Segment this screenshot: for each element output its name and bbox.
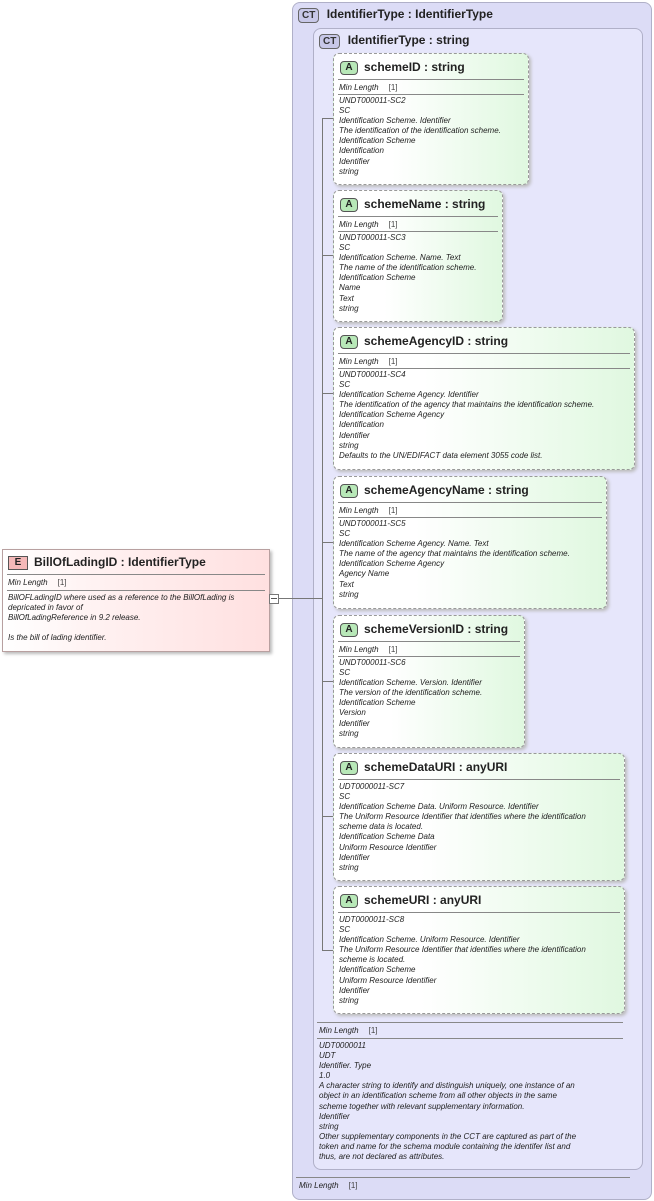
min-length: Min Length [1] bbox=[339, 83, 398, 92]
min-length: Min Length [1] bbox=[339, 220, 398, 229]
branch-line bbox=[322, 393, 334, 394]
min-length-value: [1] bbox=[348, 1181, 358, 1190]
divider bbox=[338, 641, 520, 642]
inner-type-title: IdentifierType : string bbox=[347, 33, 470, 47]
min-length-label: Min Length bbox=[339, 645, 379, 654]
min-length-label: Min Length bbox=[299, 1181, 339, 1190]
attribute-description: UNDT000011-SC3 SC Identification Scheme.… bbox=[339, 233, 477, 313]
attribute-description: UNDT000011-SC5 SC Identification Scheme … bbox=[339, 519, 570, 599]
outer-type-min-length: Min Length [1] bbox=[299, 1181, 358, 1190]
min-length-value: [1] bbox=[388, 506, 398, 515]
min-length-label: Min Length bbox=[339, 506, 379, 515]
divider bbox=[7, 574, 265, 575]
attribute-icon: A bbox=[340, 622, 358, 637]
attribute-title: schemeURI : anyURI bbox=[364, 893, 482, 907]
divider bbox=[296, 1177, 630, 1178]
attribute-title: schemeAgencyName : string bbox=[364, 483, 529, 497]
divider bbox=[338, 231, 498, 232]
divider bbox=[338, 216, 498, 217]
inner-type-min-length: Min Length [1] bbox=[319, 1026, 378, 1035]
divider bbox=[338, 368, 630, 369]
complex-type-icon: CT bbox=[298, 8, 320, 23]
min-length: Min Length [1] bbox=[8, 578, 67, 587]
attribute-icon: A bbox=[340, 893, 358, 908]
element-header: E BillOfLadingID : IdentifierType bbox=[8, 555, 206, 570]
divider bbox=[338, 502, 602, 503]
min-length-label: Min Length bbox=[339, 357, 379, 366]
attribute-description: UNDT000011-SC6 SC Identification Scheme.… bbox=[339, 658, 483, 738]
min-length: Min Length [1] bbox=[339, 506, 398, 515]
branch-line bbox=[322, 681, 334, 682]
min-length-value: [1] bbox=[388, 645, 398, 654]
min-length-label: Min Length bbox=[319, 1026, 359, 1035]
divider bbox=[338, 353, 630, 354]
divider bbox=[338, 517, 602, 518]
divider bbox=[338, 79, 524, 80]
attribute-title: schemeAgencyID : string bbox=[364, 334, 509, 348]
divider bbox=[338, 912, 620, 913]
inner-type-description: UDT0000011 UDT Identifier. Type 1.0 A ch… bbox=[319, 1041, 577, 1162]
divider bbox=[338, 656, 520, 657]
min-length-value: [1] bbox=[388, 83, 398, 92]
attribute-description: UNDT000011-SC4 SC Identification Scheme … bbox=[339, 370, 595, 460]
outer-type-title: IdentifierType : IdentifierType bbox=[326, 7, 493, 21]
branch-line bbox=[322, 255, 334, 256]
inner-type-header: CT IdentifierType : string bbox=[319, 33, 469, 49]
branch-line bbox=[322, 118, 334, 119]
min-length-value: [1] bbox=[388, 220, 398, 229]
divider bbox=[317, 1022, 623, 1023]
branch-line bbox=[322, 816, 334, 817]
element-title: BillOfLadingID : IdentifierType bbox=[34, 555, 206, 569]
element-bill-of-lading-id[interactable]: E BillOfLadingID : IdentifierType Min Len… bbox=[2, 549, 270, 652]
attribute-tree-line bbox=[322, 118, 323, 950]
min-length-label: Min Length bbox=[8, 578, 48, 587]
expand-collapse-connector[interactable] bbox=[269, 594, 279, 604]
attribute-icon: A bbox=[340, 760, 358, 775]
outer-type-header: CT IdentifierType : IdentifierType bbox=[298, 7, 493, 23]
divider bbox=[338, 94, 524, 95]
divider bbox=[7, 590, 265, 591]
complex-type-icon: CT bbox=[319, 34, 341, 49]
divider bbox=[317, 1038, 623, 1039]
attribute-icon: A bbox=[340, 60, 358, 75]
min-length-label: Min Length bbox=[339, 83, 379, 92]
branch-line bbox=[322, 542, 334, 543]
attribute-title: schemeID : string bbox=[364, 60, 465, 74]
attribute-icon: A bbox=[340, 197, 358, 212]
attribute-description: UNDT000011-SC2 SC Identification Scheme.… bbox=[339, 96, 501, 176]
min-length-label: Min Length bbox=[339, 220, 379, 229]
min-length-value: [1] bbox=[388, 357, 398, 366]
attribute-description: UDT0000011-SC7 SC Identification Scheme … bbox=[339, 782, 586, 872]
attribute-description: UDT0000011-SC8 SC Identification Scheme.… bbox=[339, 915, 586, 1005]
attribute-icon: A bbox=[340, 483, 358, 498]
attribute-title: schemeDataURI : anyURI bbox=[364, 760, 508, 774]
divider bbox=[338, 779, 620, 780]
min-length: Min Length [1] bbox=[339, 357, 398, 366]
attribute-title: schemeVersionID : string bbox=[364, 622, 509, 636]
attribute-icon: A bbox=[340, 334, 358, 349]
attribute-title: schemeName : string bbox=[364, 197, 486, 211]
branch-line bbox=[322, 950, 334, 951]
element-description: BillOFLadingID where used as a reference… bbox=[8, 593, 235, 643]
min-length-value: [1] bbox=[57, 578, 67, 587]
min-length-value: [1] bbox=[368, 1026, 378, 1035]
connector-line bbox=[279, 598, 323, 599]
element-icon: E bbox=[8, 555, 28, 570]
min-length: Min Length [1] bbox=[339, 645, 398, 654]
